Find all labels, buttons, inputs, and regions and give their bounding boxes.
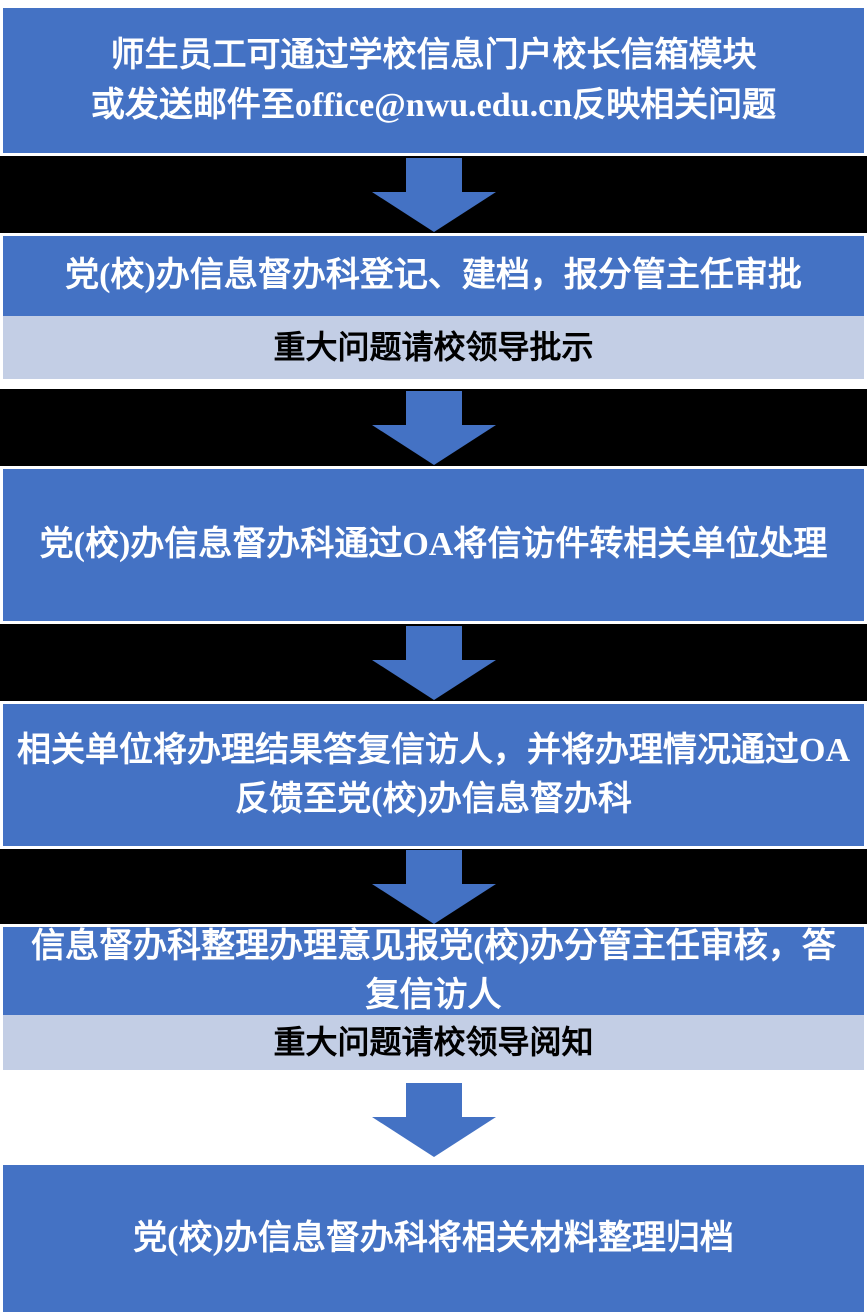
arrow-head xyxy=(371,883,496,924)
arrow-head xyxy=(371,1117,496,1157)
down-arrow-icon xyxy=(371,849,496,924)
arrow-head xyxy=(371,191,496,232)
flow-step-register-text: 党(校)办信息督办科登记、建档，报分管主任审批 xyxy=(65,257,802,295)
flow-step-archive-text: 党(校)办信息督办科将相关材料整理归档 xyxy=(133,1219,734,1257)
flow-step-review-reply: 信息督办科整理办理意见报党(校)办分管主任审核，答 复信访人 xyxy=(3,927,864,1015)
connector-band-3 xyxy=(0,624,867,701)
arrow-stem xyxy=(405,390,462,425)
down-arrow-icon xyxy=(371,1083,496,1157)
arrow-stem xyxy=(405,625,462,660)
arrow-stem xyxy=(405,1083,462,1117)
flow-step-submit-text: 师生员工可通过学校信息门户校长信箱模块 或发送邮件至office@nwu.edu… xyxy=(90,37,777,124)
flow-step-register: 党(校)办信息督办科登记、建档，报分管主任审批 xyxy=(3,236,864,316)
note-leader-approval-text: 重大问题请校领导批示 xyxy=(273,329,594,366)
note-leader-read-text: 重大问题请校领导阅知 xyxy=(273,1024,594,1061)
flow-step-unit-reply: 相关单位将办理结果答复信访人，并将办理情况通过OA 反馈至党(校)办信息督办科 xyxy=(3,704,864,846)
down-arrow-icon xyxy=(371,625,496,700)
connector-band-4 xyxy=(0,849,867,924)
flow-step-submit: 师生员工可通过学校信息门户校长信箱模块 或发送邮件至office@nwu.edu… xyxy=(3,8,864,153)
flow-step-unit-reply-text: 相关单位将办理结果答复信访人，并将办理情况通过OA 反馈至党(校)办信息督办科 xyxy=(17,731,850,818)
connector-band-2 xyxy=(0,389,867,466)
connector-band-1 xyxy=(0,156,867,233)
arrow-stem xyxy=(405,849,462,884)
arrow-head xyxy=(371,659,496,700)
down-arrow-icon xyxy=(371,157,496,232)
note-leader-approval: 重大问题请校领导批示 xyxy=(3,316,864,379)
flow-step-review-reply-text: 信息督办科整理办理意见报党(校)办分管主任审核，答 复信访人 xyxy=(31,927,836,1014)
arrow-stem xyxy=(405,157,462,192)
connector-band-5 xyxy=(0,1079,867,1161)
note-leader-read: 重大问题请校领导阅知 xyxy=(3,1015,864,1070)
flow-step-transfer-text: 党(校)办信息督办科通过OA将信访件转相关单位处理 xyxy=(39,526,828,564)
flow-step-archive: 党(校)办信息督办科将相关材料整理归档 xyxy=(3,1165,864,1312)
down-arrow-icon xyxy=(371,390,496,465)
arrow-head xyxy=(371,424,496,465)
flow-step-transfer: 党(校)办信息督办科通过OA将信访件转相关单位处理 xyxy=(3,469,864,621)
